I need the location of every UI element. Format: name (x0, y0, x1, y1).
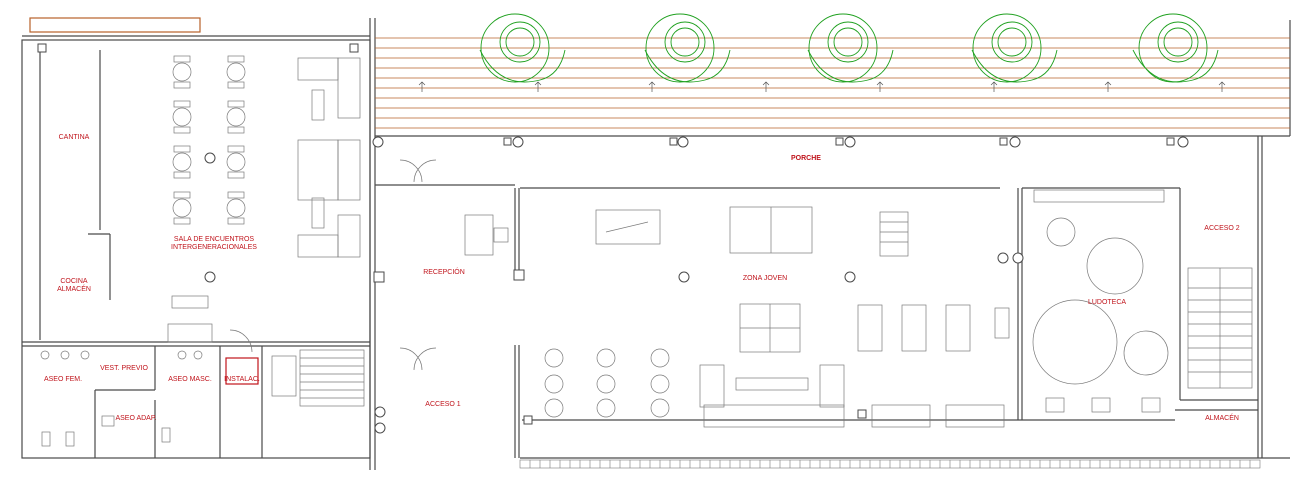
deck-boards (375, 37, 1290, 129)
tree-icon (807, 13, 894, 83)
furniture (40, 55, 1253, 447)
tree-icon (644, 13, 731, 83)
tree-icon (1132, 13, 1219, 83)
tree-icon (971, 13, 1058, 83)
label-acceso-1: ACCESO 1 (425, 401, 461, 408)
table-set (544, 348, 670, 418)
label-sala-1: SALA DE ENCUENTROS (174, 236, 254, 243)
label-recepcion: RECEPCIÓN (423, 267, 465, 276)
label-cantina: CANTINA (59, 134, 90, 141)
walls (21, 17, 1291, 470)
label-cocina-1: COCINA (60, 278, 88, 285)
room-labels: CANTINA SALA DE ENCUENTROS INTERGENERACI… (44, 134, 1240, 422)
label-cocina-2: ALMACÉN (57, 284, 91, 293)
deck-arrows (418, 81, 1226, 92)
instalac-box (225, 357, 259, 385)
label-aseo-fem: ASEO FEM. (44, 376, 82, 383)
trees (479, 13, 1219, 83)
label-ludoteca: LUDOTECA (1088, 299, 1126, 306)
label-porche: PORCHE (791, 155, 821, 162)
facade-pattern (519, 459, 1261, 469)
table-set (172, 55, 246, 225)
tree-icon (479, 13, 566, 83)
label-acceso-2: ACCESO 2 (1204, 225, 1240, 232)
label-zona-joven: ZONA JOVEN (743, 275, 787, 282)
label-instalac: INSTALAC. (224, 376, 260, 383)
columns (37, 43, 1189, 434)
label-vest-previo: VEST. PREVIO (100, 365, 148, 372)
label-aseo-adap: ASEO ADAP. (115, 415, 156, 422)
label-almacen: ALMACÉN (1205, 413, 1239, 422)
label-aseo-masc: ASEO MASC. (168, 376, 212, 383)
label-sala-2: INTERGENERACIONALES (171, 244, 257, 251)
